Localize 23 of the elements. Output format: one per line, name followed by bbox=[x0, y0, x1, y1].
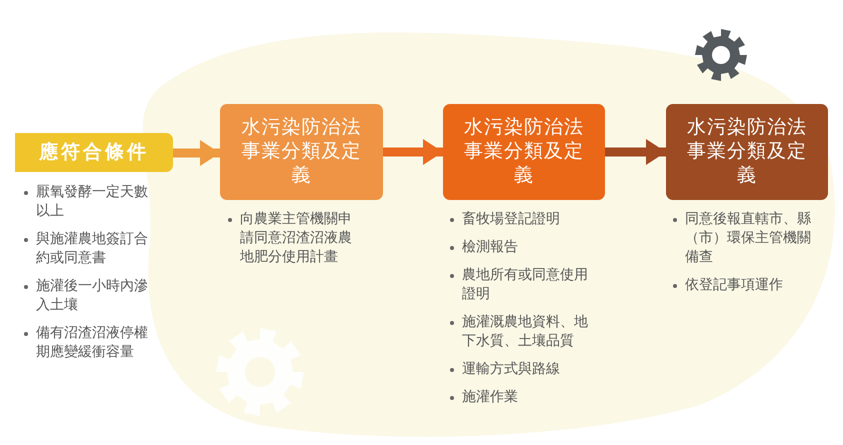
process-box bbox=[220, 104, 383, 200]
bullet-item: 備有沼渣沼液停權期應變緩衝容量 bbox=[22, 324, 160, 362]
box-title: 水污染防治法事業分類及定義 bbox=[686, 116, 808, 188]
process-box bbox=[443, 104, 605, 200]
arrow bbox=[383, 139, 443, 165]
box-title: 應符合條件 bbox=[39, 140, 149, 164]
bullet-item: 施灌溉農地資料、地下水質、土壤品質 bbox=[448, 313, 600, 351]
bullet-item: 檢測報告 bbox=[448, 238, 600, 257]
box-title: 水污染防治法事業分類及定義 bbox=[240, 116, 362, 188]
bullet-item: 畜牧場登記證明 bbox=[448, 210, 600, 229]
bullet-item: 農地所有或同意使用證明 bbox=[448, 266, 600, 304]
bullet-item: 運輸方式與路線 bbox=[448, 360, 600, 379]
box-title: 水污染防治法事業分類及定義 bbox=[463, 116, 585, 188]
bullet-item: 依登記事項運作 bbox=[671, 276, 811, 295]
bullet-item: 施灌作業 bbox=[448, 388, 600, 407]
bullet-item: 與施灌農地簽訂合約或同意書 bbox=[22, 230, 160, 268]
bullet-item: 施灌後一小時內滲入土壤 bbox=[22, 277, 160, 315]
process-box bbox=[15, 133, 173, 172]
bullet-item: 向農業主管機關申請同意沼渣沼液農地肥分使用計畫 bbox=[226, 210, 364, 267]
bullet-item: 厭氧發酵一定天數以上 bbox=[22, 183, 160, 221]
arrow bbox=[173, 140, 220, 166]
bullet-item: 同意後報直轄市、縣（市）環保主管機關備查 bbox=[671, 210, 811, 267]
process-box bbox=[666, 104, 828, 200]
